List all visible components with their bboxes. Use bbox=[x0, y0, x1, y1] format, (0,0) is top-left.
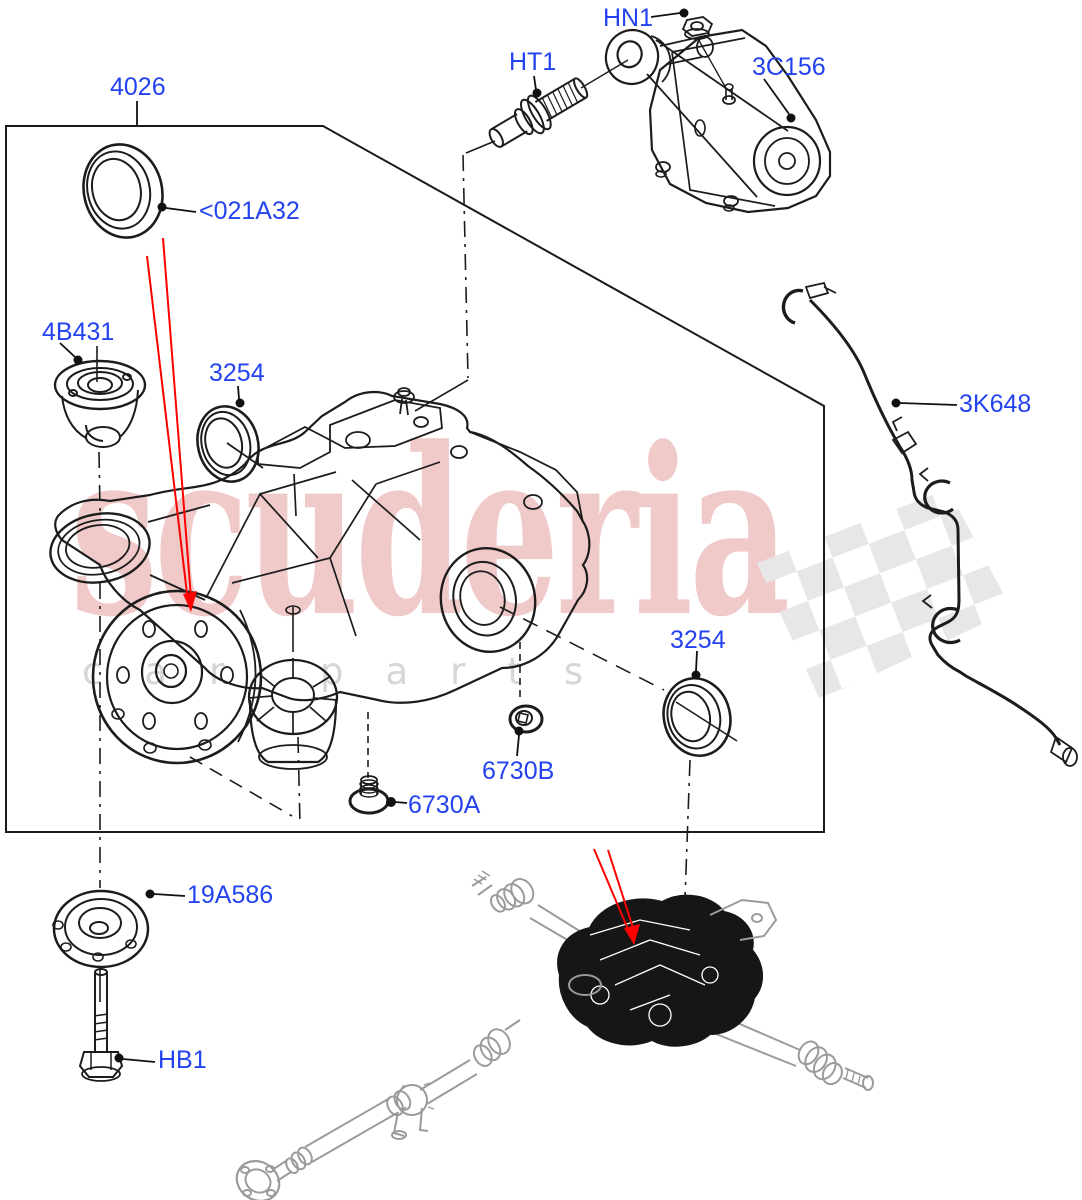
seal-3254-left-illustration bbox=[196, 405, 260, 483]
center-mount-illustration bbox=[247, 605, 339, 770]
watermark-checkered-flag bbox=[757, 489, 1012, 700]
callout-3254-left[interactable]: 3254 bbox=[209, 359, 265, 387]
callout-021A32[interactable]: <021A32 bbox=[199, 197, 300, 225]
callout-3K648[interactable]: 3K648 bbox=[959, 390, 1032, 418]
callout-19A586[interactable]: 19A586 bbox=[187, 881, 274, 909]
callout-HT1[interactable]: HT1 bbox=[509, 48, 557, 76]
callout-HB1[interactable]: HB1 bbox=[158, 1046, 207, 1074]
pinion-seal-021A32-illustration bbox=[82, 143, 164, 239]
stud-ht1-axis-line bbox=[580, 59, 629, 89]
seal-3254-right-illustration bbox=[662, 677, 732, 757]
diagram-frame bbox=[5, 125, 825, 833]
output-flange-illustration bbox=[91, 589, 263, 765]
actuator-3C156-illustration bbox=[604, 28, 832, 214]
damper-4B431-illustration bbox=[53, 359, 147, 448]
construction-lines bbox=[96, 140, 738, 1002]
callout-6730A[interactable]: 6730A bbox=[408, 791, 481, 819]
harness-3K648-illustration bbox=[781, 281, 1078, 767]
mount-19A586-illustration bbox=[52, 889, 150, 969]
seal-3254-left-pointer-line bbox=[226, 442, 264, 469]
callout-3C156[interactable]: 3C156 bbox=[752, 53, 826, 81]
callout-4B431[interactable]: 4B431 bbox=[42, 318, 115, 346]
red-locator-pointers bbox=[146, 237, 640, 945]
nut-HN1-illustration bbox=[681, 16, 728, 91]
bolt-HB1-illustration bbox=[78, 968, 124, 1082]
stud-HT1-illustration bbox=[488, 77, 589, 148]
differential-housing-illustration bbox=[49, 387, 591, 704]
callout-6730B[interactable]: 6730B bbox=[482, 757, 555, 785]
drain-plug-6730A-illustration bbox=[348, 775, 390, 815]
callout-leader-lines bbox=[59, 8, 958, 1063]
callout-3254-right[interactable]: 3254 bbox=[670, 626, 726, 654]
axle-assembly-reference-illustration bbox=[235, 870, 874, 1200]
callout-HN1[interactable]: HN1 bbox=[603, 4, 654, 32]
callout-4026[interactable]: 4026 bbox=[110, 73, 166, 101]
fill-plug-6730B-illustration bbox=[508, 704, 544, 734]
